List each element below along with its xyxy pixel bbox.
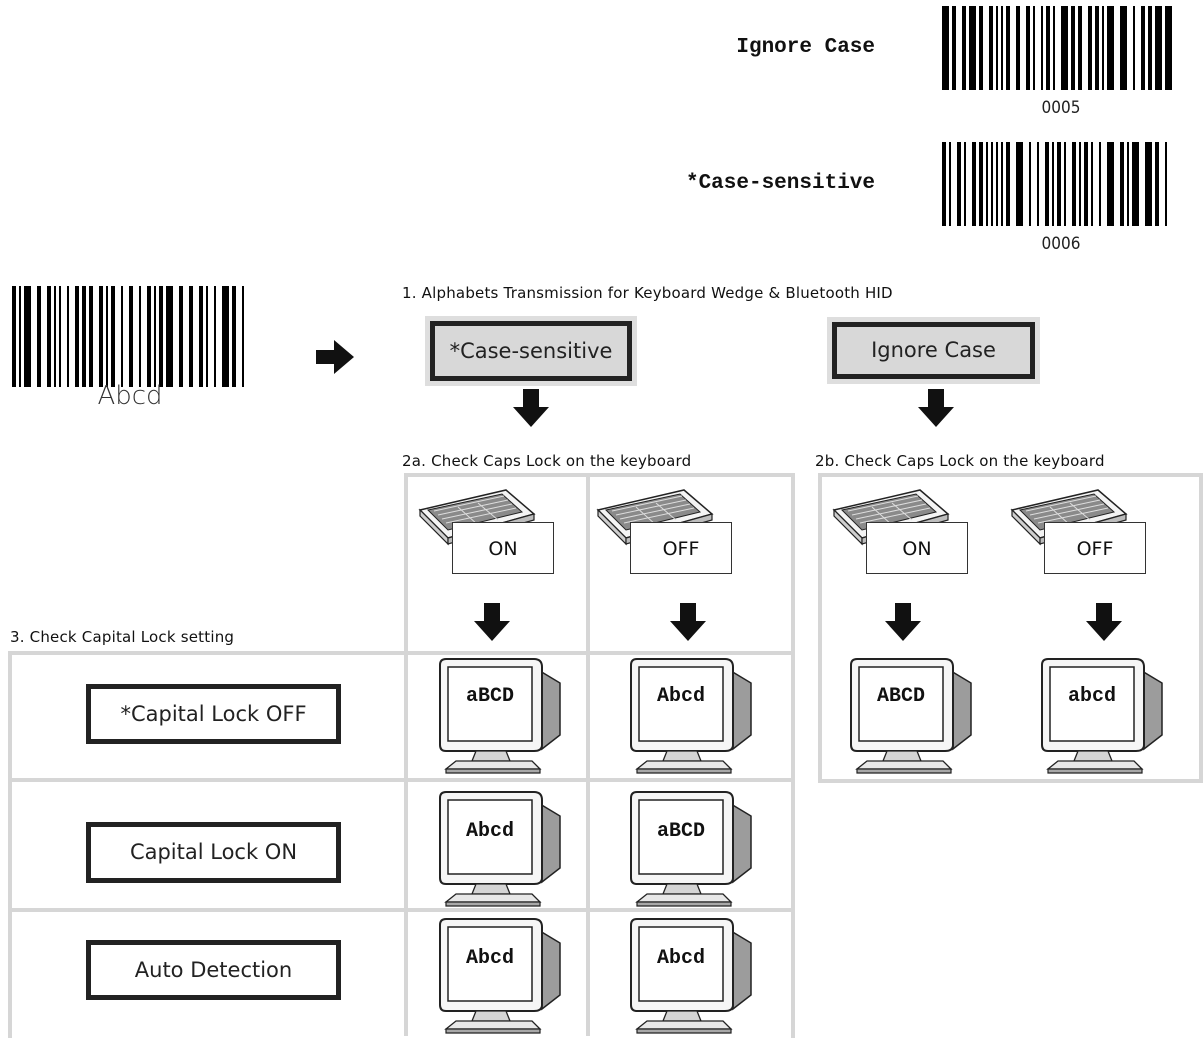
capital-lock-on-button[interactable]: Capital Lock ON bbox=[86, 822, 341, 883]
row-divider bbox=[586, 651, 590, 1036]
monitor-drawing bbox=[630, 791, 752, 907]
ignore-case-barcode[interactable] bbox=[942, 6, 1174, 90]
panel-2b bbox=[818, 473, 1203, 783]
monitor-text: Abcd bbox=[465, 947, 514, 970]
arrow-down-icon bbox=[474, 603, 510, 641]
arrow-right-icon bbox=[316, 340, 354, 374]
monitor-icon: Abcd bbox=[627, 657, 755, 777]
monitor-drawing bbox=[439, 918, 561, 1034]
monitor-icon: ABCD bbox=[847, 657, 975, 777]
case-sensitive-label: *Case-sensitive bbox=[685, 172, 875, 195]
monitor-text: Abcd bbox=[656, 685, 705, 708]
monitor-text: Abcd bbox=[465, 820, 514, 843]
step2a-title: 2a. Check Caps Lock on the keyboard bbox=[402, 452, 692, 470]
ignore-case-code: 0005 bbox=[1041, 98, 1081, 118]
step1-title: 1. Alphabets Transmission for Keyboard W… bbox=[402, 284, 893, 302]
case-sensitive-barcode[interactable] bbox=[942, 142, 1174, 226]
ignore-case-mode[interactable]: Ignore Case bbox=[832, 322, 1035, 379]
caps-on-label: ON bbox=[866, 522, 968, 574]
capital-lock-row-auto bbox=[8, 908, 795, 1038]
caps-off-label: OFF bbox=[630, 522, 732, 574]
monitor-icon: aBCD bbox=[436, 657, 564, 777]
monitor-drawing bbox=[630, 918, 752, 1034]
step3-title: 3. Check Capital Lock setting bbox=[10, 628, 235, 646]
monitor-text: abcd bbox=[1067, 685, 1116, 708]
monitor-icon: abcd bbox=[1038, 657, 1166, 777]
monitor-drawing bbox=[630, 658, 752, 774]
auto-detection-button[interactable]: Auto Detection bbox=[86, 940, 341, 1000]
monitor-icon: Abcd bbox=[436, 917, 564, 1037]
case-sensitive-mode[interactable]: *Case-sensitive bbox=[430, 321, 632, 381]
case-sensitive-code: 0006 bbox=[1041, 234, 1081, 254]
arrow-down-icon bbox=[1086, 603, 1122, 641]
row-divider bbox=[404, 651, 408, 1036]
sample-barcode-text: Abcd bbox=[97, 381, 163, 411]
monitor-drawing bbox=[1041, 658, 1163, 774]
monitor-drawing bbox=[439, 658, 561, 774]
step2b-title: 2b. Check Caps Lock on the keyboard bbox=[815, 452, 1105, 470]
arrow-down-icon bbox=[513, 389, 549, 427]
caps-on-label: ON bbox=[452, 522, 554, 574]
monitor-icon: Abcd bbox=[436, 790, 564, 910]
arrow-down-icon bbox=[670, 603, 706, 641]
arrow-down-icon bbox=[918, 389, 954, 427]
caps-off-label: OFF bbox=[1044, 522, 1146, 574]
monitor-text: ABCD bbox=[876, 685, 925, 708]
sample-barcode bbox=[12, 286, 244, 387]
monitor-icon: aBCD bbox=[627, 790, 755, 910]
monitor-text: aBCD bbox=[465, 685, 514, 708]
ignore-case-label: Ignore Case bbox=[736, 36, 875, 59]
arrow-down-icon bbox=[885, 603, 921, 641]
monitor-drawing bbox=[850, 658, 972, 774]
monitor-icon: Abcd bbox=[627, 917, 755, 1037]
monitor-text: Abcd bbox=[656, 947, 705, 970]
monitor-drawing bbox=[439, 791, 561, 907]
monitor-text: aBCD bbox=[656, 820, 705, 843]
capital-lock-off-button[interactable]: *Capital Lock OFF bbox=[86, 684, 341, 744]
